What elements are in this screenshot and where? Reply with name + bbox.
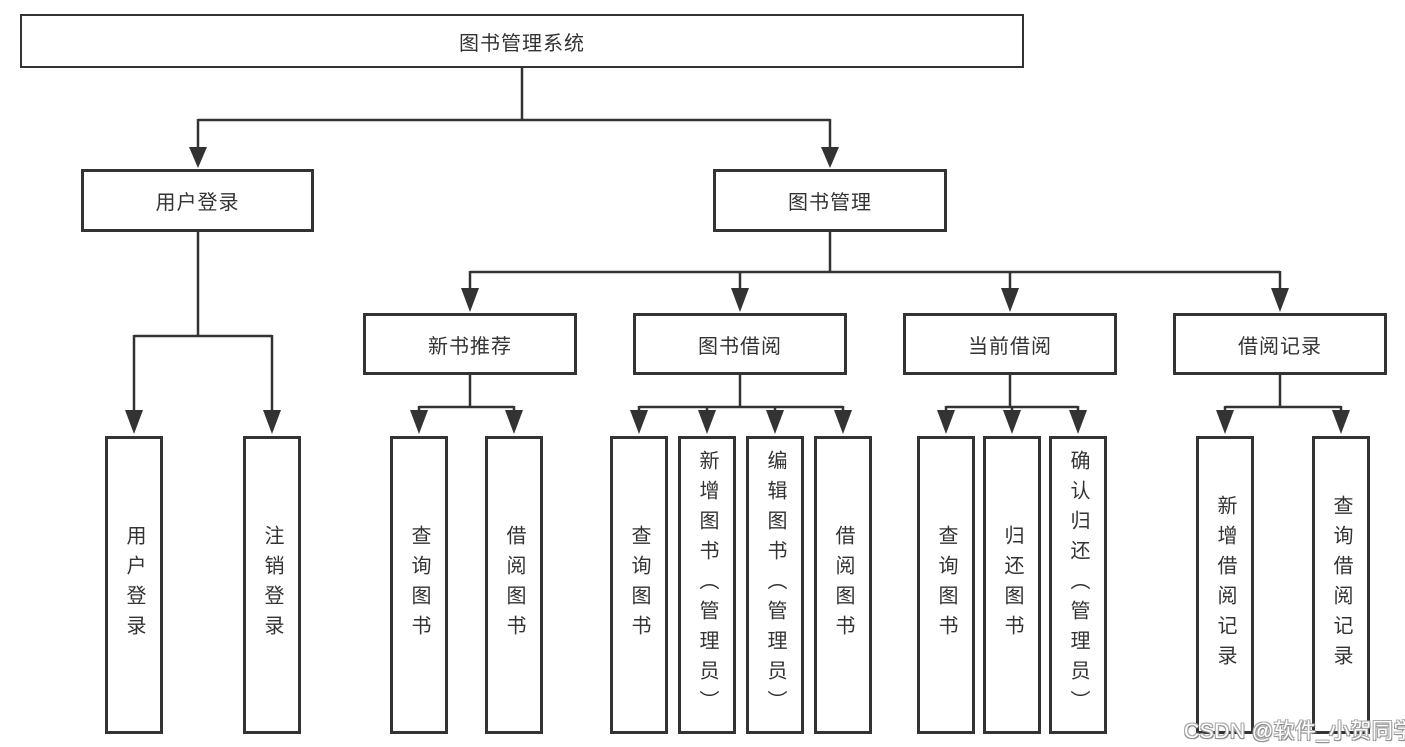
node-label: 借阅图书 bbox=[503, 525, 525, 645]
node-leaf-query-book-borrow: 查询图书 bbox=[610, 436, 668, 734]
node-label: 图书管理 bbox=[788, 192, 872, 214]
node-current-borrow: 当前借阅 bbox=[903, 313, 1117, 375]
node-book-borrow: 图书借阅 bbox=[633, 313, 847, 375]
node-new-book-recommend: 新书推荐 bbox=[363, 313, 577, 375]
node-borrow-records: 借阅记录 bbox=[1173, 313, 1387, 375]
node-leaf-query-book-current: 查询图书 bbox=[917, 436, 975, 734]
node-label: 查询图书 bbox=[408, 525, 430, 645]
node-label: 确认归还（管理员） bbox=[1067, 450, 1089, 720]
node-label: 归还图书 bbox=[1001, 525, 1023, 645]
node-label: 图书借阅 bbox=[698, 335, 782, 358]
node-label: 注销登录 bbox=[261, 525, 283, 645]
node-user-login: 用户登录 bbox=[81, 169, 314, 232]
node-leaf-return-book: 归还图书 bbox=[983, 436, 1041, 734]
node-label: 图书管理系统 bbox=[459, 32, 585, 55]
node-book-management: 图书管理 bbox=[713, 169, 947, 232]
node-leaf-user-login: 用户登录 bbox=[105, 436, 163, 734]
node-library-management-system: 图书管理系统 bbox=[20, 14, 1024, 68]
node-label: 查询图书 bbox=[935, 525, 957, 645]
node-label: 查询图书 bbox=[628, 525, 650, 645]
node-leaf-query-book-recommend: 查询图书 bbox=[390, 436, 448, 734]
node-label: 当前借阅 bbox=[968, 335, 1052, 358]
node-leaf-edit-book-admin: 编辑图书（管理员） bbox=[746, 436, 804, 734]
node-leaf-confirm-return-admin: 确认归还（管理员） bbox=[1049, 436, 1107, 734]
node-label: 借阅图书 bbox=[832, 525, 854, 645]
node-leaf-borrow-book: 借阅图书 bbox=[814, 436, 872, 734]
node-leaf-add-book-admin: 新增图书（管理员） bbox=[678, 436, 736, 734]
node-label: 新增借阅记录 bbox=[1214, 495, 1236, 675]
node-leaf-add-borrow-record: 新增借阅记录 bbox=[1196, 436, 1254, 734]
node-label: 用户登录 bbox=[123, 525, 145, 645]
node-leaf-borrow-book-recommend: 借阅图书 bbox=[485, 436, 543, 734]
node-label: 新增图书（管理员） bbox=[696, 450, 718, 720]
csdn-watermark: CSDN @软件_小贺同学 bbox=[1184, 720, 1405, 743]
node-label: 编辑图书（管理员） bbox=[764, 450, 786, 720]
node-label: 新书推荐 bbox=[428, 335, 512, 358]
node-leaf-logout: 注销登录 bbox=[243, 436, 301, 734]
node-label: 查询借阅记录 bbox=[1330, 495, 1352, 675]
node-label: 借阅记录 bbox=[1238, 335, 1322, 358]
node-label: 用户登录 bbox=[155, 192, 240, 214]
node-leaf-query-borrow-record: 查询借阅记录 bbox=[1312, 436, 1370, 734]
